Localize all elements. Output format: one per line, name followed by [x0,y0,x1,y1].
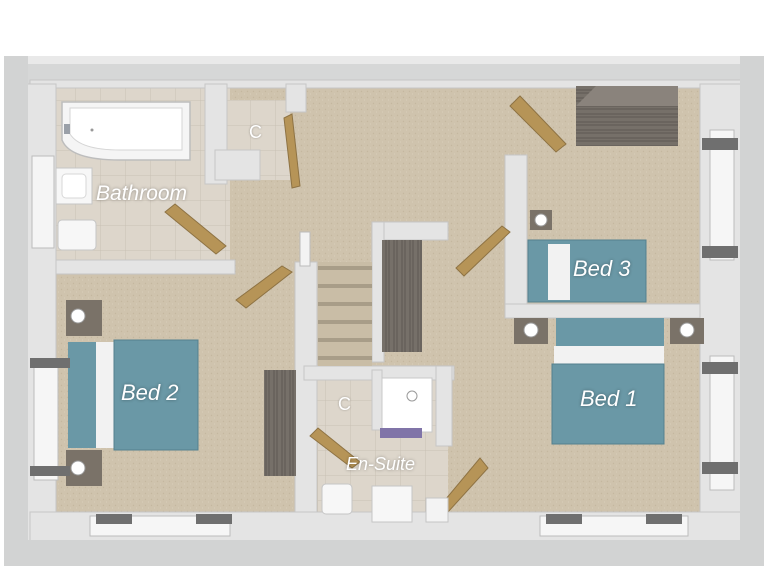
bed-2 [66,300,199,486]
bed-1 [514,318,704,445]
cupboard-label-top: C [249,122,262,142]
bed2-label: Bed 2 [121,380,179,405]
staircase [318,262,372,366]
bed2-wardrobe [264,370,296,476]
bed3-label: Bed 3 [573,256,631,281]
ensuite-label: En-Suite [346,454,416,474]
cupboard-label-mid: C [338,394,351,414]
bathtub [61,101,191,161]
ensuite-fixtures [321,377,449,523]
bed1-label: Bed 1 [580,386,638,411]
wardrobe [576,86,678,146]
landing-cupboard [382,240,422,352]
bathroom-label: Bathroom [96,182,188,205]
doors [164,95,567,513]
bed-3 [527,210,647,303]
bathroom-sink [55,167,93,205]
bathroom-toilet [57,219,97,251]
windows-radiators [30,129,738,537]
